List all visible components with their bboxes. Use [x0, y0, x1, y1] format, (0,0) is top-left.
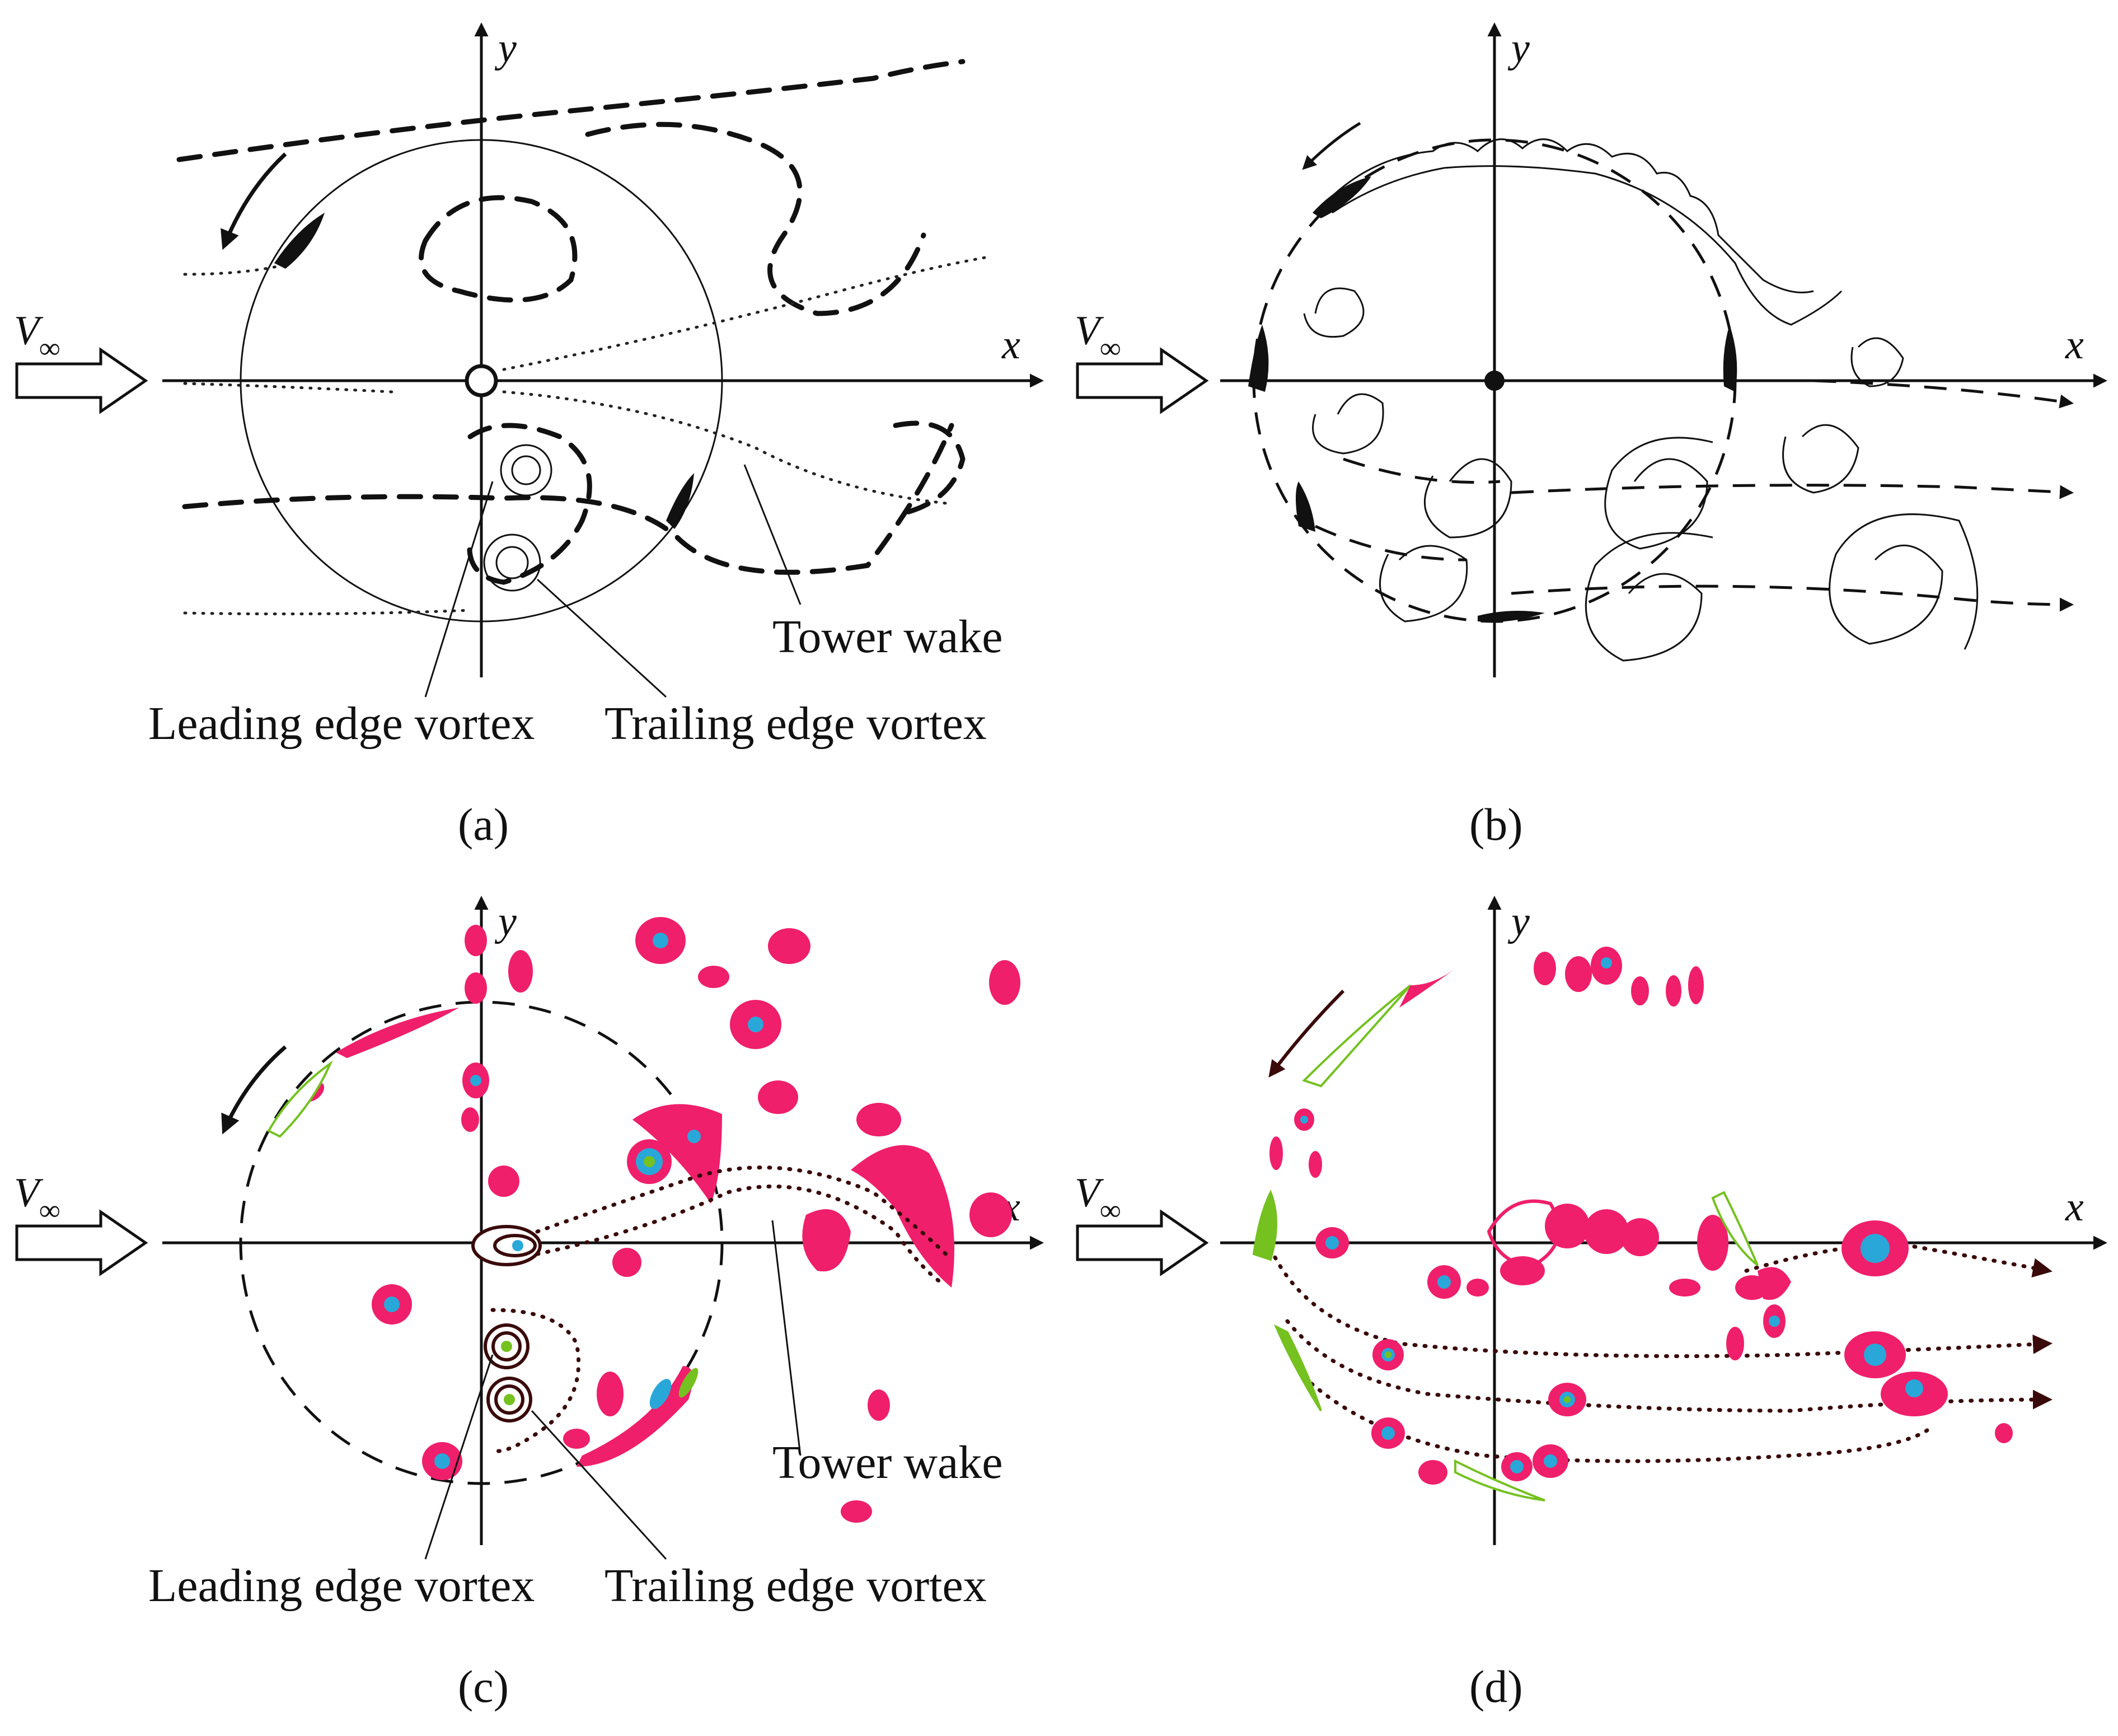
blade-right: [1723, 325, 1737, 392]
label-leading-edge-vortex: Leading edge vortex: [148, 1560, 535, 1612]
y-axis-label: y: [494, 899, 517, 944]
x-axis-label: x: [2065, 1184, 2084, 1230]
inflow-arrow: [15, 347, 148, 414]
vorticity-field-d: [1252, 947, 2013, 1501]
vorticity-field-c: [267, 917, 1020, 1523]
wake-streamline-1: [1813, 379, 2074, 409]
panel-b: V∞ x y: [1075, 22, 2107, 850]
blade-upper: [274, 213, 325, 269]
y-axis-label: y: [494, 25, 517, 71]
inflow-arrow: [1076, 1209, 1209, 1276]
wake-streamline-3: [1511, 584, 2074, 612]
wake-right-curl: [585, 121, 926, 316]
blade-left: [1248, 325, 1269, 392]
tower-circle: [465, 364, 498, 397]
trailing-edge-vortex-c: [486, 1377, 532, 1423]
label-tower-wake: Tower wake: [772, 611, 1003, 663]
leader-tower: [743, 464, 802, 605]
leader-leading: [424, 1354, 494, 1560]
x-axis-label: x: [1001, 322, 1020, 368]
inflow-symbol: V∞: [14, 308, 60, 364]
panel-c: V∞ x y: [14, 896, 1044, 1712]
vortex-spirals-b: [1303, 287, 1979, 662]
wake-streamline-2: [1511, 484, 2074, 499]
panel-a: V∞ x y: [14, 22, 1044, 850]
label-trailing-edge-vortex: Trailing edge vortex: [605, 1560, 987, 1612]
tower-dot: [1484, 371, 1505, 391]
inflow-arrow: [15, 1209, 148, 1276]
panel-d: V∞ x y: [1075, 896, 2107, 1712]
caption-c: (c): [458, 1661, 509, 1712]
inflow-symbol: V∞: [1075, 308, 1121, 364]
rotor-circle: [239, 1000, 724, 1485]
leader-leading: [424, 481, 494, 698]
blade-bottom: [1478, 611, 1545, 622]
label-tower-wake: Tower wake: [772, 1436, 1003, 1489]
inflow-symbol: V∞: [1075, 1170, 1121, 1227]
leader-trailing: [531, 1410, 667, 1560]
leader-trailing: [536, 578, 667, 698]
caption-b: (b): [1469, 799, 1523, 850]
leading-edge-vortex-c: [484, 1323, 530, 1369]
wake-top: [176, 59, 966, 162]
blade-lower: [666, 473, 694, 529]
shear-layer-top: [1325, 138, 1814, 293]
trailing-edge-vortex-a: [483, 534, 541, 592]
leader-tower: [771, 1220, 802, 1456]
x-axis-label: x: [2065, 322, 2084, 368]
wake-inner: [419, 195, 578, 303]
wake-mid: [182, 423, 954, 575]
label-leading-edge-vortex: Leading edge vortex: [148, 698, 535, 750]
rotation-arrow: [1302, 121, 1361, 170]
leading-edge-vortex-a: [500, 444, 552, 497]
tower-wake-dots: [502, 256, 987, 371]
caption-d: (d): [1469, 1661, 1523, 1712]
blade-top: [1313, 176, 1371, 218]
y-axis-label: y: [1507, 899, 1530, 944]
tower-vortex-c: [471, 1225, 542, 1266]
caption-a: (a): [458, 799, 509, 850]
rotation-arrow: [221, 1045, 287, 1135]
y-axis-label: y: [1507, 25, 1530, 71]
inflow-symbol: V∞: [14, 1170, 60, 1227]
inflow-arrow: [1076, 347, 1209, 414]
wake-lower-vortex: [467, 423, 592, 585]
wake-far-lower: [893, 420, 966, 518]
rotation-arrow: [1268, 989, 1345, 1078]
trajectory-3: [1285, 1319, 2053, 1413]
trajectory-1: [1744, 1241, 2053, 1278]
label-trailing-edge-vortex: Trailing edge vortex: [605, 698, 987, 750]
rotor-circle: [240, 139, 723, 623]
rotation-arrow: [221, 152, 287, 250]
blade-lower-left: [1296, 481, 1315, 532]
